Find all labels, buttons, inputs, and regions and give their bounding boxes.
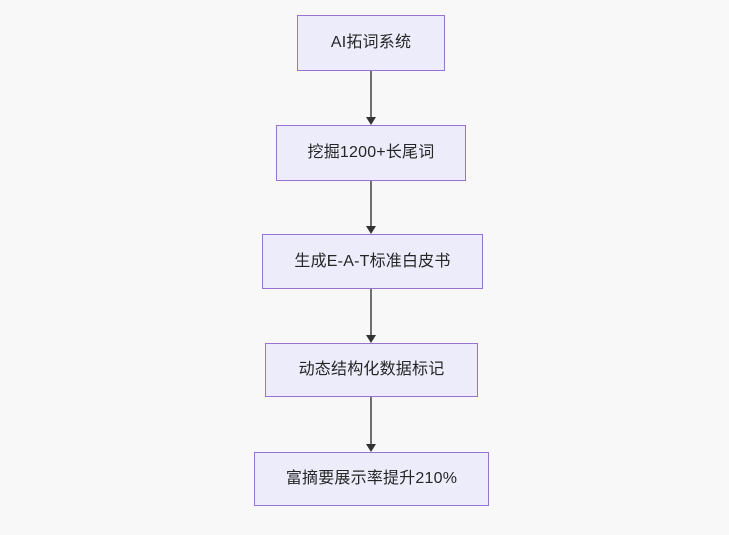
flowchart-edge-1-to-2 [365, 71, 377, 125]
flowchart-edge-4-to-5 [365, 397, 377, 452]
flowchart-node-3-label: 生成E-A-T标准白皮书 [294, 252, 451, 270]
flowchart-node-1-label: AI拓词系统 [330, 34, 412, 52]
arrowhead-icon [366, 335, 376, 343]
flowchart-node-3[interactable]: 生成E-A-T标准白皮书 [262, 234, 483, 289]
flowchart-node-5-label: 富摘要展示率提升210% [285, 470, 458, 488]
flowchart-node-2[interactable]: 挖掘1200+长尾词 [276, 125, 466, 181]
arrowhead-icon [366, 117, 376, 125]
edge-line [370, 397, 372, 445]
flowchart-edge-2-to-3 [365, 181, 377, 234]
flowchart-edge-3-to-4 [365, 289, 377, 343]
flowchart-node-4-label: 动态结构化数据标记 [298, 361, 445, 379]
flowchart-node-1[interactable]: AI拓词系统 [297, 15, 445, 71]
edge-line [370, 181, 372, 227]
flowchart-node-4[interactable]: 动态结构化数据标记 [265, 343, 478, 397]
arrowhead-icon [366, 444, 376, 452]
flowchart-node-5[interactable]: 富摘要展示率提升210% [254, 452, 489, 506]
edge-line [370, 289, 372, 336]
flowchart-node-2-label: 挖掘1200+长尾词 [307, 144, 435, 162]
edge-line [370, 71, 372, 118]
arrowhead-icon [366, 226, 376, 234]
